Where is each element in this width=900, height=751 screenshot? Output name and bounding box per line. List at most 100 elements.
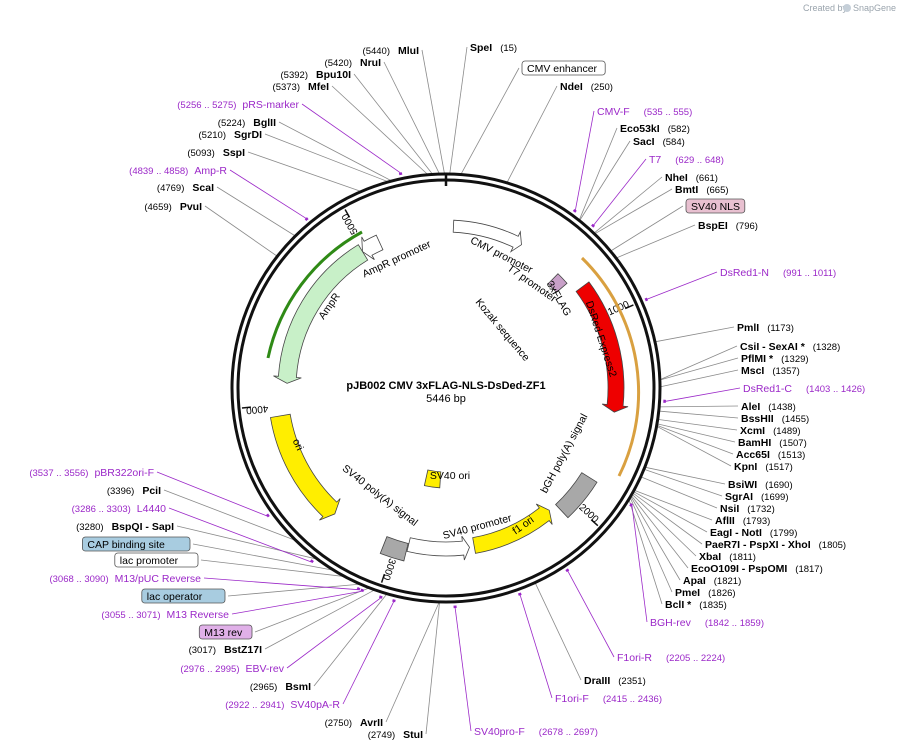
primer-mark	[644, 297, 649, 302]
primer-position: (4839 .. 4858)	[129, 166, 188, 177]
primer-mark	[309, 559, 314, 564]
site-position: (665)	[706, 185, 728, 196]
ndei-site-label: NdeI(250)	[560, 81, 613, 93]
ampr-outline-arc	[266, 230, 363, 359]
leader-lines	[156, 46, 741, 735]
apai-site-label: ApaI(1821)	[683, 575, 741, 587]
plasmid-length: 5446 bp	[426, 393, 466, 405]
site-leader	[383, 61, 440, 175]
f1ori-f-primer-label: F1ori-F(2415 .. 2436)	[555, 693, 662, 705]
site-position: (1517)	[765, 462, 792, 473]
site-name: CsiI - SexAI *	[740, 341, 806, 353]
site-name: MluI	[398, 45, 419, 57]
dsred-express2-feature	[575, 281, 629, 413]
site-name: BspEI	[698, 220, 728, 232]
primer-leader	[286, 597, 381, 669]
site-leader	[630, 495, 689, 569]
eco53ki-site-label: Eco53kI (582)	[620, 123, 690, 135]
sv40-ori-feature	[423, 469, 442, 489]
site-leader	[659, 345, 738, 381]
primer-name: BGH-rev	[650, 617, 692, 629]
site-leader	[643, 468, 723, 497]
site-name: MscI	[741, 365, 764, 377]
site-leader	[656, 424, 734, 455]
site-position: (3280)	[76, 522, 103, 533]
site-name: BamHI	[738, 437, 771, 449]
site-name: BmtI	[675, 184, 698, 196]
feature-arcs	[266, 230, 641, 477]
site-position: (1835)	[699, 600, 726, 611]
primer-position: (2205 .. 2224)	[666, 653, 725, 664]
primer-name: EBV-rev	[245, 663, 284, 675]
primer-position: (1403 .. 1426)	[806, 384, 865, 395]
created-by-label: Created by	[803, 3, 848, 13]
site-leader	[254, 587, 370, 633]
sv40-poly-a-signal-label: SV40 poly(A) signal	[340, 463, 420, 529]
nhei-site-label: NheI(661)	[665, 172, 718, 184]
site-name: PvuI	[180, 201, 202, 213]
t7-primer-label: T7(629 .. 648)	[649, 154, 724, 166]
primer-mark	[398, 172, 403, 176]
bspqi-sapi-site-label: (3280)BspQI - SapI	[76, 521, 174, 533]
site-leader	[163, 489, 297, 542]
bpu10i-site-label: (5392)Bpu10I	[281, 69, 352, 81]
lac-operator-label: lac operator	[147, 591, 203, 603]
site-position: (2351)	[618, 676, 645, 687]
site-leader	[385, 601, 440, 723]
dsred1-n-primer-label: DsRed1-N(991 .. 1011)	[720, 267, 836, 279]
scai-site-label: (4769)ScaI	[157, 182, 214, 194]
tick-label: 3000	[380, 557, 398, 582]
csii-sexai-site-label: CsiI - SexAI *(1328)	[740, 341, 840, 353]
site-name: Eco53kI	[620, 123, 660, 135]
site-position: (15)	[500, 43, 517, 54]
site-leader	[200, 559, 345, 577]
m13-rev-feature-box	[198, 624, 253, 640]
primer-leader	[229, 169, 307, 219]
site-leader	[654, 326, 735, 343]
site-position: (3396)	[107, 486, 134, 497]
site-leader	[657, 418, 738, 431]
site-leader	[460, 67, 520, 175]
pvui-site-label: (4659)PvuI	[144, 201, 202, 213]
primer-name: DsRed1-N	[720, 267, 769, 279]
primer-position: (2415 .. 2436)	[603, 694, 662, 705]
site-position: (250)	[591, 82, 613, 93]
site-leader	[610, 205, 684, 252]
primer-marks	[266, 172, 666, 609]
ebv-rev-primer-label: (2976 .. 2995)EBV-rev	[180, 663, 284, 675]
site-leader	[633, 491, 708, 533]
snapgene-logo-icon	[843, 4, 851, 12]
primer-mark	[629, 503, 633, 507]
primer-leader	[647, 271, 718, 300]
site-leader	[421, 49, 445, 175]
primer-position: (629 .. 648)	[675, 155, 724, 166]
sv40-promoter-feature	[406, 535, 470, 561]
lac-promoter-label: lac promoter	[120, 555, 179, 567]
site-name: AvrII	[360, 717, 383, 729]
sv40pa-r-primer-label: (2922 .. 2941)SV40pA-R	[225, 699, 340, 711]
primer-position: (2922 .. 2941)	[225, 700, 284, 711]
site-leader	[659, 405, 739, 408]
site-position: (1329)	[781, 354, 808, 365]
paer7i-pspxi-xhoi-site-label: PaeR7I - PspXI - XhoI(1805)	[705, 539, 846, 551]
primer-name: pBR322ori-F	[94, 467, 154, 479]
primer-name: L4440	[137, 503, 166, 515]
site-leader	[176, 525, 318, 560]
primer-leader	[156, 471, 268, 517]
site-position: (1811)	[729, 552, 756, 563]
site-leader	[629, 497, 673, 593]
eagi-noti-site-label: EagI - NotI(1799)	[710, 527, 797, 539]
primer-leader	[631, 505, 648, 623]
site-leader	[247, 151, 362, 192]
site-leader	[506, 85, 558, 184]
primer-leader	[454, 607, 472, 732]
site-position: (582)	[668, 124, 690, 135]
site-position: (3017)	[189, 645, 216, 656]
bsshii-site-label: BssHII(1455)	[741, 413, 809, 425]
primer-leader	[168, 507, 312, 563]
mfei-site-label: (5373)MfeI	[273, 81, 330, 93]
site-leader	[204, 205, 278, 257]
cmv-enhancer-label: CMV enhancer	[527, 63, 598, 75]
site-name: SspI	[223, 147, 245, 159]
